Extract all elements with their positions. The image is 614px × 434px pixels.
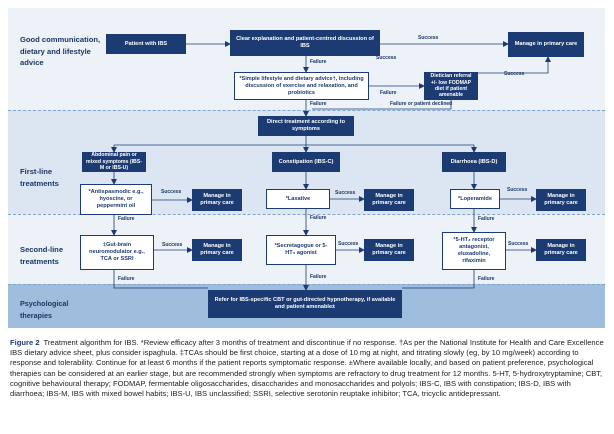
patient-with-ibs-box: Patient with IBS (106, 34, 186, 54)
arrow-connector (113, 270, 208, 289)
diarrhoea-box: Diarrhoea (IBS-D) (442, 152, 506, 172)
arrow-connector (402, 270, 475, 289)
manage-primary-care-box: Manage in primary care (536, 189, 586, 211)
manage-primary-care-box: Manage in primary care (536, 239, 586, 261)
row-label-first-line: First-line treatments (20, 167, 59, 188)
row-label-psychological: Psychological therapies (20, 299, 69, 320)
success-label: Success (338, 241, 359, 247)
connector-lines (111, 41, 551, 291)
constipation-box: Constipation (IBS-C) (272, 152, 340, 172)
arrow-connector (312, 100, 452, 110)
manage-primary-care-box: Manage in primary care (364, 189, 414, 211)
success-label: Success (161, 189, 182, 195)
caption-text: Treatment algorithm for IBS. *Review eff… (10, 338, 604, 399)
success-label: Success (507, 187, 528, 193)
ht3-antagonist-box: *5-HT₃ receptor antagonist, eluxadoline,… (442, 232, 506, 270)
failure-declined-label: Failure or patient declined (390, 101, 453, 107)
abdominal-pain-box: Abdominal pain or mixed symptoms (IBS-M … (82, 152, 146, 172)
success-label: Success (504, 71, 525, 77)
success-label: Success (508, 241, 529, 247)
direct-treatment-box: Direct treatment according to symptoms (258, 116, 354, 136)
lifestyle-advice-box: *Simple lifestyle and dietary advice†, i… (234, 72, 369, 100)
success-label: Success (335, 190, 356, 196)
success-label: Success (418, 35, 439, 41)
algorithm-panel: Good communication, dietary and lifestyl… (8, 8, 605, 328)
gut-brain-neuromodulator-box: ‡Gut-brain neuromodulator e.g., TCA or S… (80, 235, 154, 270)
manage-primary-care-box: Manage in primary care (192, 239, 242, 261)
separator-line (8, 214, 605, 215)
psychological-referral-box: Refer for IBS-specific CBT or gut-direct… (208, 290, 402, 318)
secretagogue-box: *Secretagogue or 5-HT₄ agonist (266, 235, 336, 265)
dietician-referral-box: Dietician referral +/- low FODMAP diet i… (424, 72, 478, 100)
failure-label: Failure (310, 215, 327, 221)
failure-label: Failure (310, 101, 327, 107)
explanation-box: Clear explanation and patient-centred di… (230, 30, 380, 56)
failure-label: Failure (310, 59, 327, 65)
manage-primary-care-box: Manage in primary care (192, 189, 242, 211)
separator-line (8, 110, 605, 111)
figure-label: Figure 2 (10, 338, 40, 347)
failure-label: Failure (118, 276, 135, 282)
manage-primary-care-box: Manage in primary care (508, 32, 584, 57)
loperamide-box: *Loperamide (450, 189, 500, 209)
failure-label: Failure (118, 216, 135, 222)
failure-label: Failure (310, 274, 327, 280)
success-label: Success (376, 55, 397, 61)
separator-line (8, 284, 605, 285)
success-label: Success (162, 242, 183, 248)
antispasmodic-box: *Antispasmodic e.g., hyoscine, or pepper… (80, 184, 152, 215)
laxative-box: *Laxative (266, 189, 330, 209)
failure-label: Failure (478, 276, 495, 282)
failure-label: Failure (478, 216, 495, 222)
arrow-connector (478, 56, 551, 74)
manage-primary-care-box: Manage in primary care (364, 239, 414, 261)
row-label-second-line: Second-line treatments (20, 245, 64, 266)
failure-label: Failure (380, 90, 397, 96)
row-label-communication: Good communication, dietary and lifestyl… (20, 35, 101, 67)
